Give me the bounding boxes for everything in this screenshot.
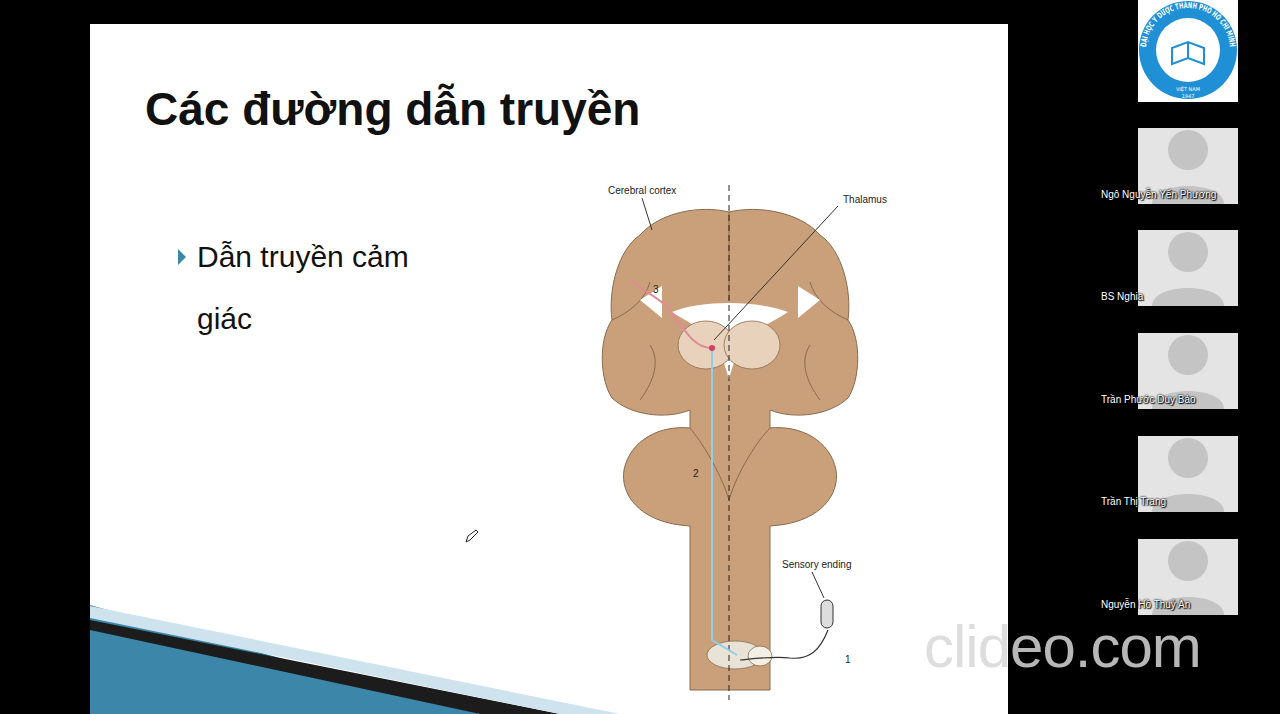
participant-name: Nguyễn Hồ Thuỷ An bbox=[1101, 599, 1190, 610]
callout-number: 1 bbox=[845, 654, 851, 665]
participant-name: Trần Thị Trang bbox=[1101, 496, 1166, 507]
avatar-head bbox=[1168, 130, 1208, 170]
leader-line bbox=[812, 572, 824, 598]
synapse-dot bbox=[709, 345, 715, 351]
bullet-arrow bbox=[178, 249, 186, 265]
leader-line bbox=[714, 206, 838, 340]
brain-illustration bbox=[602, 209, 858, 690]
leader-line bbox=[642, 198, 652, 230]
participant-tile bbox=[1138, 230, 1238, 306]
participant-name: Ngô Nguyễn Yến Phương bbox=[1101, 189, 1216, 200]
bullet-text: Dẫn truyền cảm giác bbox=[197, 226, 447, 350]
sensory-receptor bbox=[821, 600, 833, 628]
logo-book bbox=[1172, 42, 1204, 64]
slide-background bbox=[90, 24, 1008, 714]
neuron-2 bbox=[712, 348, 737, 655]
avatar-head bbox=[1168, 438, 1208, 478]
callout-number: 3 bbox=[653, 284, 659, 295]
neuron-3 bbox=[632, 280, 712, 348]
avatar-head bbox=[1168, 335, 1208, 375]
logo-text: ĐẠI HỌC Y DƯỢC THÀNH PHỐ HỒ CHÍ MINH bbox=[1139, 0, 1237, 47]
logo-text: VIỆT NAM bbox=[1176, 86, 1200, 92]
neuron-1 bbox=[740, 630, 828, 660]
logo-center bbox=[1156, 18, 1220, 82]
midline bbox=[729, 185, 730, 700]
watermark: clideo.com bbox=[924, 612, 1201, 681]
logo-text: 1947 bbox=[1182, 93, 1195, 99]
part-label: Thalamus bbox=[843, 194, 887, 205]
avatar-head bbox=[1168, 541, 1208, 581]
logo-tile bbox=[1138, 0, 1238, 102]
slide-title: Các đường dẫn truyền bbox=[145, 82, 640, 136]
part-label: Cerebral cortex bbox=[608, 185, 676, 196]
avatar-body bbox=[1152, 288, 1224, 306]
participant-tiles bbox=[1138, 128, 1238, 615]
callout-number: 2 bbox=[693, 468, 699, 479]
pen-cursor bbox=[466, 530, 478, 542]
participant-name: Trần Phước Duy Bảo bbox=[1101, 394, 1196, 405]
slide-swoosh-light bbox=[90, 606, 620, 714]
slide-swoosh-dark bbox=[90, 620, 560, 714]
avatar-head bbox=[1168, 232, 1208, 272]
part-label: Sensory ending bbox=[782, 559, 852, 570]
participant-name: BS Nghia bbox=[1101, 291, 1143, 302]
